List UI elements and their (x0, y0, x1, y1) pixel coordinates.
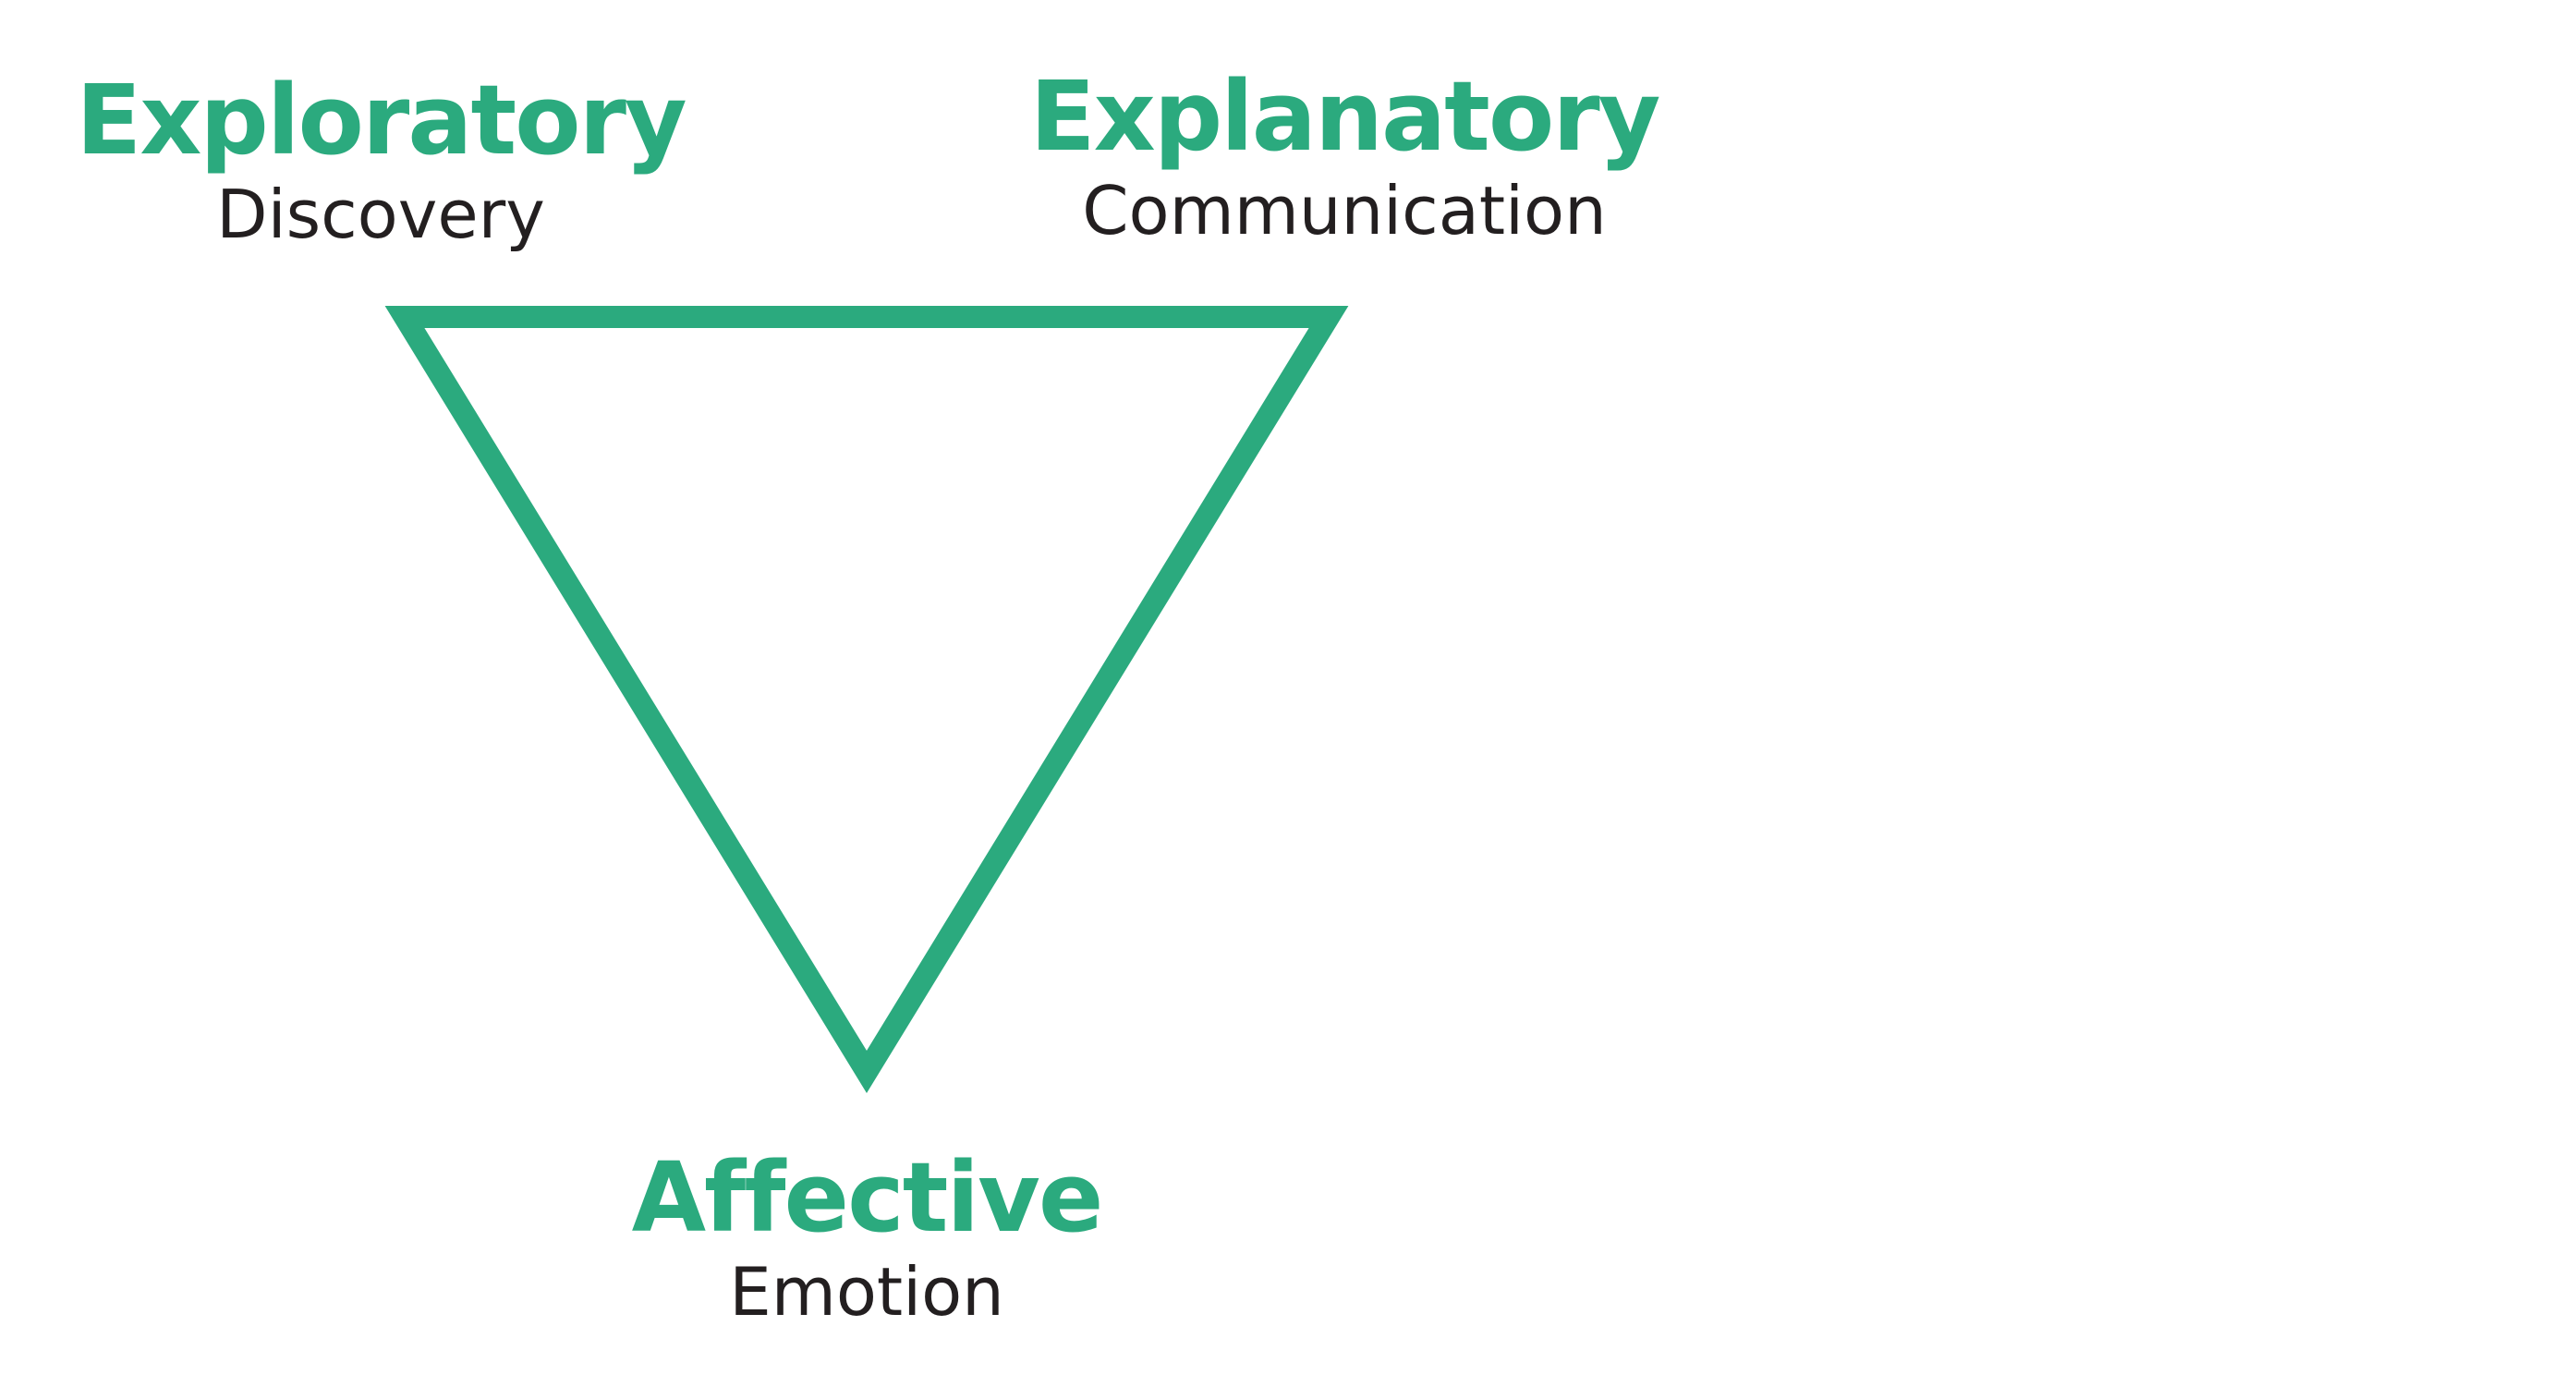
vertex-exploratory: Exploratory Discovery (76, 64, 687, 255)
inverted-triangle (384, 306, 1349, 1093)
vertex-title-explanatory: Explanatory (1029, 60, 1661, 173)
vertex-subtitle-communication: Communication (1082, 172, 1607, 249)
vertex-affective: Affective Emotion (631, 1141, 1104, 1332)
vertex-title-affective: Affective (631, 1141, 1104, 1254)
vertex-subtitle-emotion: Emotion (729, 1253, 1004, 1331)
vertex-title-exploratory: Exploratory (76, 64, 687, 176)
vertex-explanatory: Explanatory Communication (1029, 60, 1661, 251)
vertex-subtitle-discovery: Discovery (216, 176, 545, 253)
